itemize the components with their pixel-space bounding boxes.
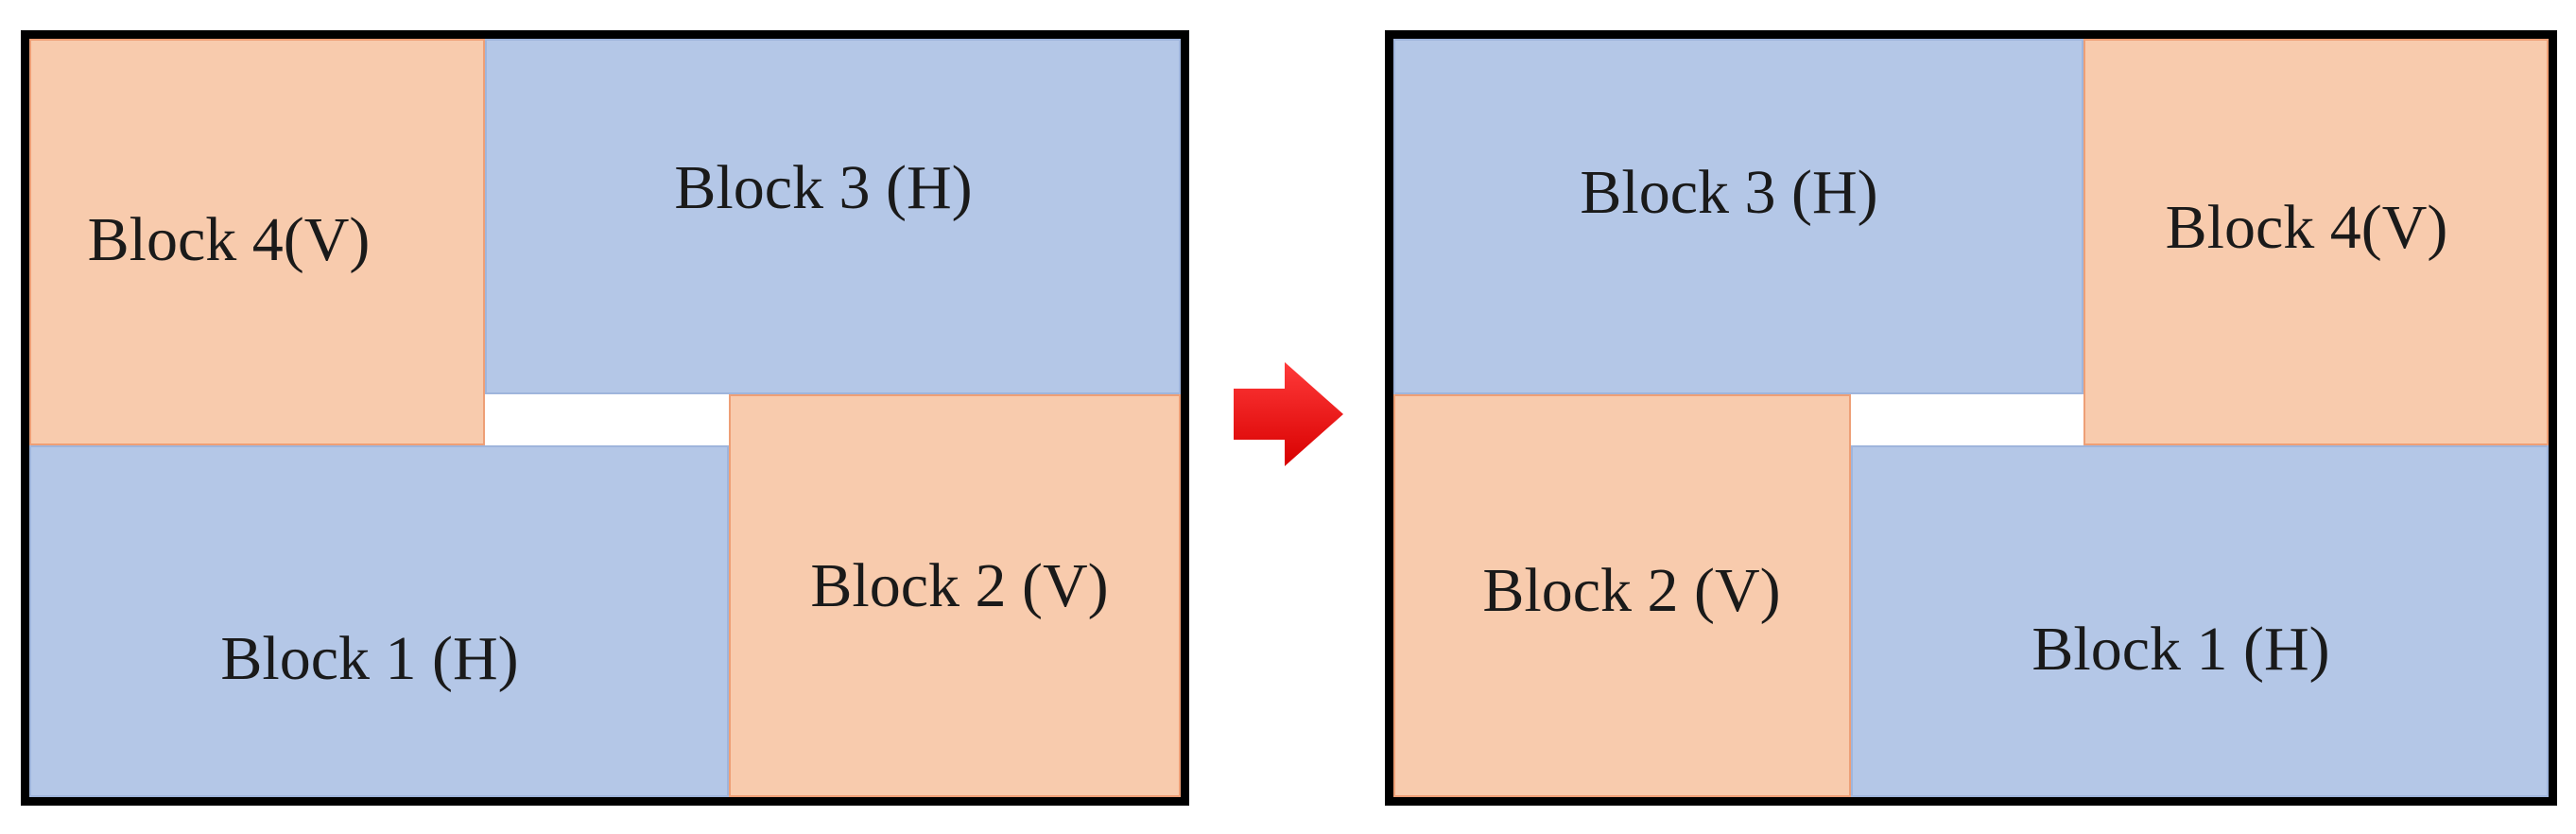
left-block-3: Block 3 (H) [485,39,1181,394]
right-block-3: Block 3 (H) [1393,39,2083,394]
left-block-2-label: Block 2 (V) [810,551,1109,620]
right-block-4-label: Block 4(V) [2165,193,2448,262]
right-arrow-icon [1234,362,1343,466]
left-block-2: Block 2 (V) [729,394,1181,797]
right-layout-panel: Block 3 (H) Block 4(V) Block 2 (V) Block… [1385,30,2557,806]
right-block-1-label: Block 1 (H) [2031,615,2330,684]
right-block-4: Block 4(V) [2083,39,2549,445]
right-block-3-label: Block 3 (H) [1580,158,1878,227]
left-block-1-label: Block 1 (H) [220,624,519,693]
right-block-2: Block 2 (V) [1393,394,1851,797]
left-block-3-label: Block 3 (H) [674,153,973,222]
left-block-4-label: Block 4(V) [87,205,371,274]
right-block-2-label: Block 2 (V) [1482,556,1781,625]
right-block-1: Block 1 (H) [1851,445,2549,797]
left-layout-panel: Block 4(V) Block 3 (H) Block 1 (H) Block… [21,30,1189,806]
left-block-1: Block 1 (H) [29,445,729,797]
left-block-4: Block 4(V) [29,39,485,445]
